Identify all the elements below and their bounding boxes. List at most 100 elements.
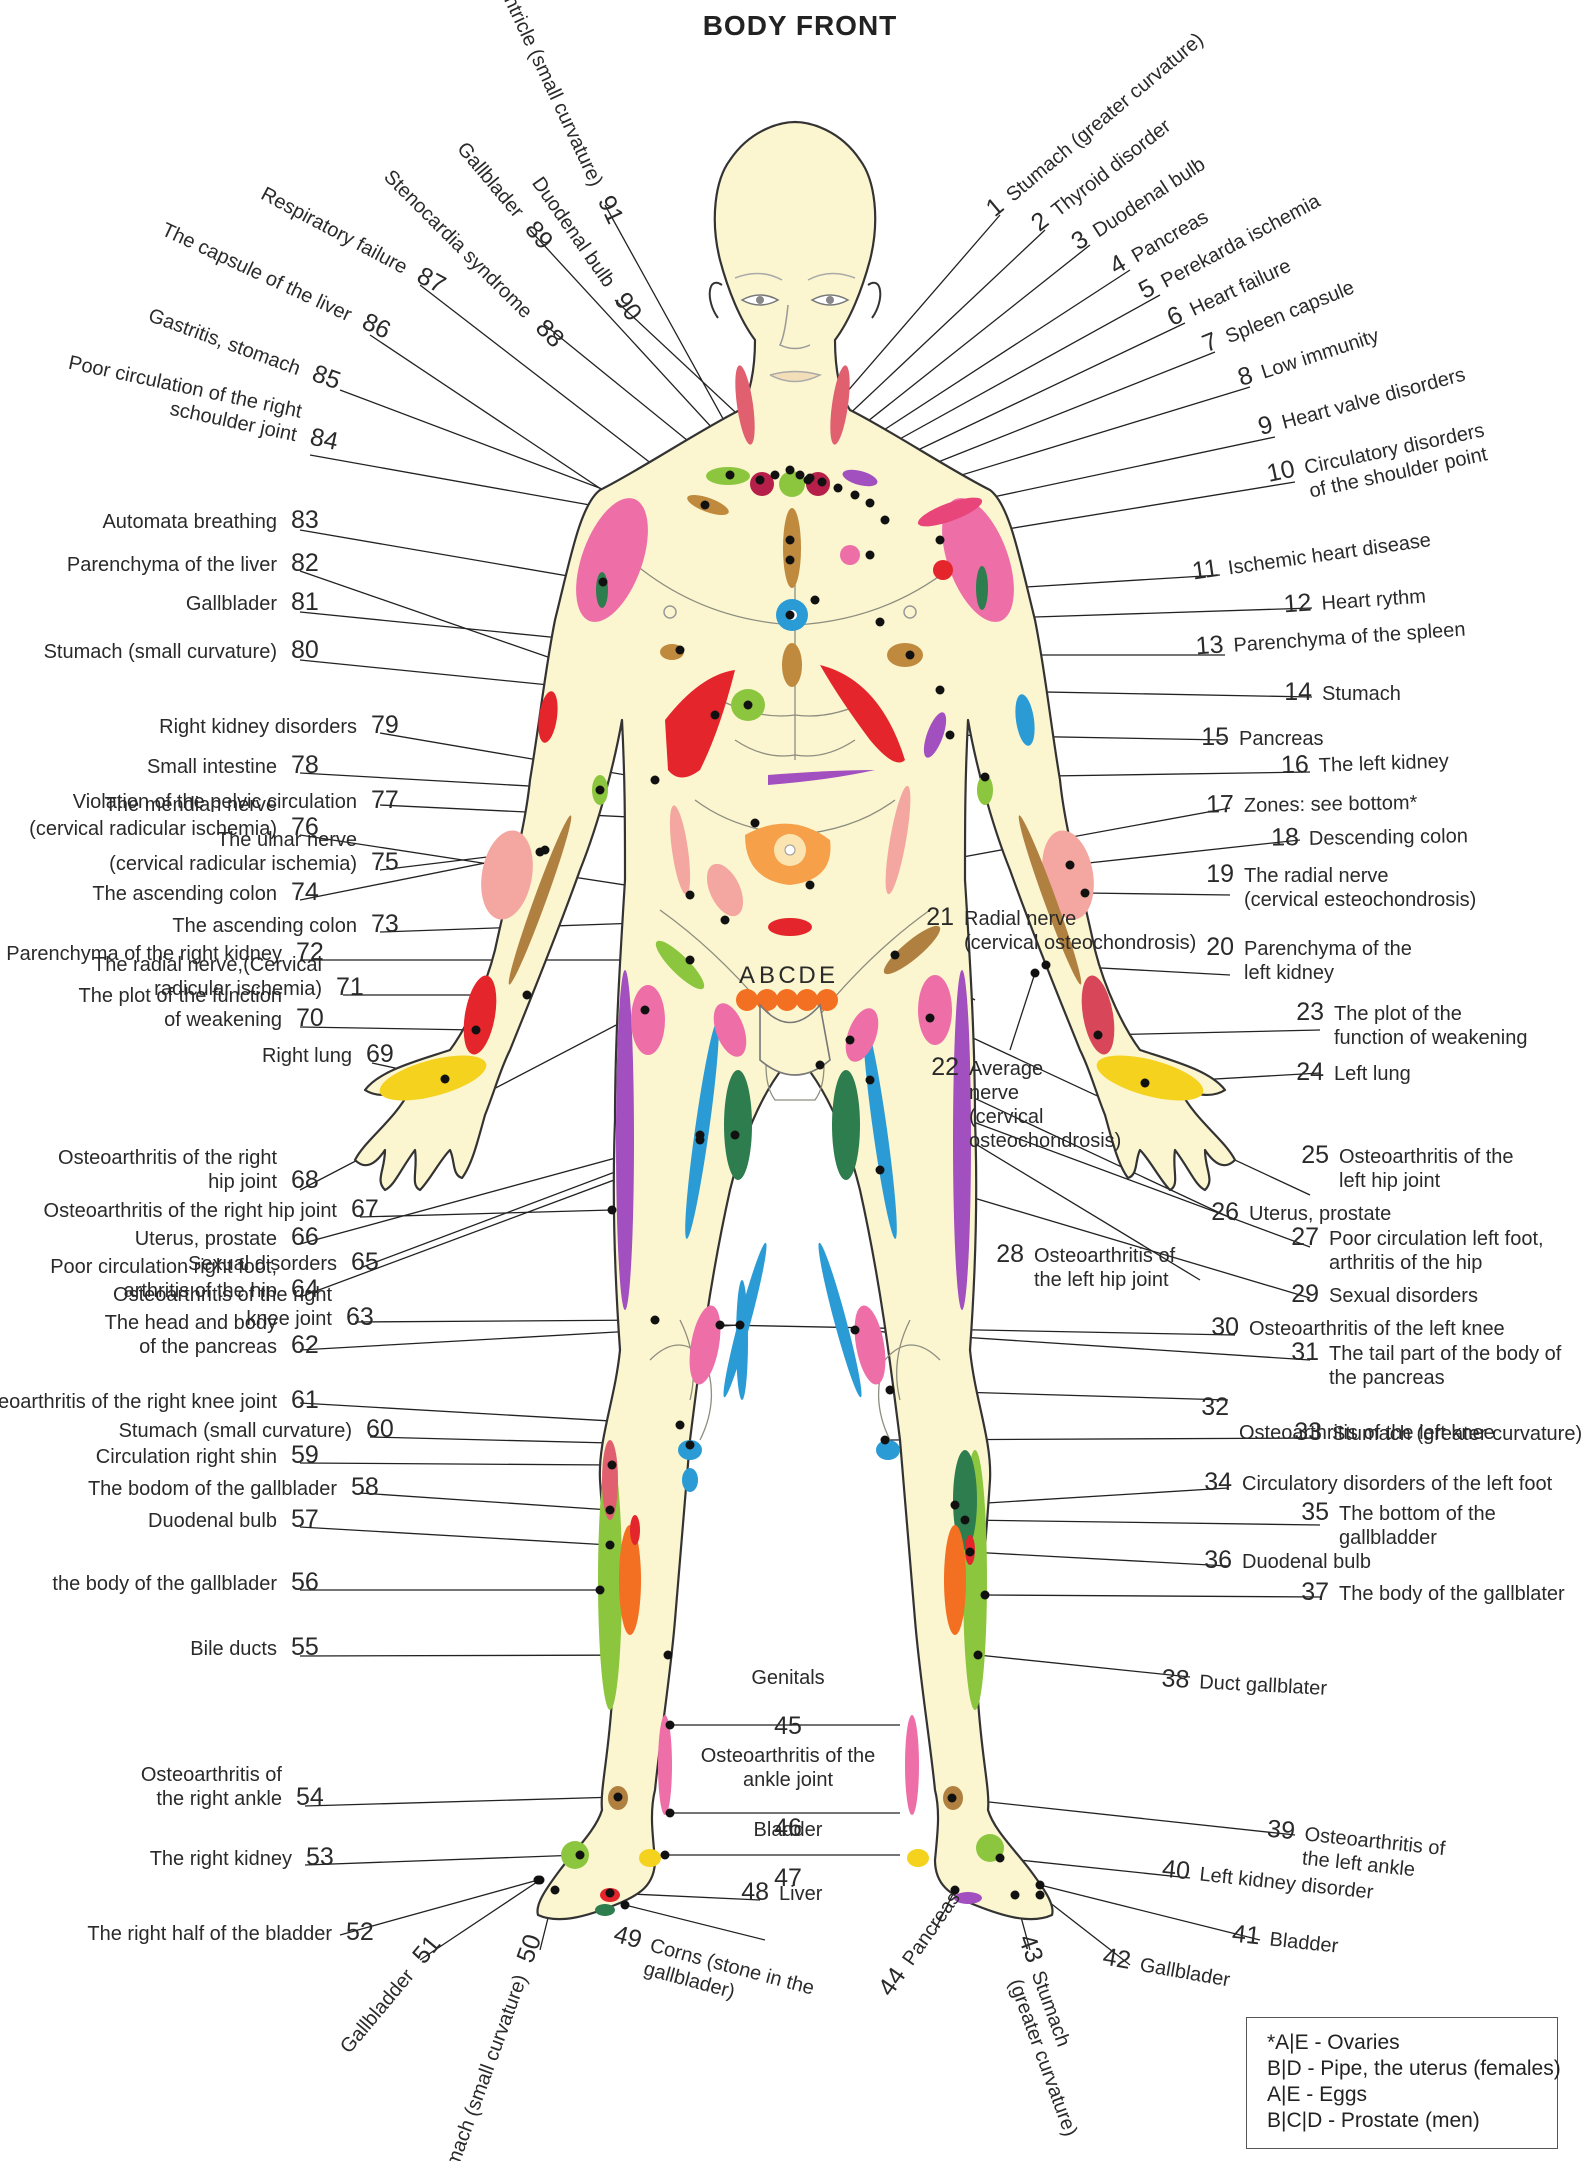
label-text: Osteoarthritis of the xyxy=(701,1745,876,1767)
label-text: Radial nerve xyxy=(964,908,1076,930)
label-text: (cervical osteochondrosis) xyxy=(964,932,1196,954)
point-dot xyxy=(523,991,532,1000)
point-dot xyxy=(686,1441,695,1450)
color-zone xyxy=(639,1849,661,1867)
label-text: Ischemic heart disease xyxy=(1227,529,1433,579)
label-28: 28Osteoarthritis ofthe left hip joint xyxy=(996,1240,1175,1291)
label-number: 79 xyxy=(371,711,399,739)
color-zone xyxy=(907,1849,929,1867)
leader-line xyxy=(952,1798,1295,1835)
label-number: 44 xyxy=(873,1962,912,2001)
point-dot xyxy=(974,1651,983,1660)
label-20: 20Parenchyma of theleft kidney xyxy=(1206,933,1412,984)
label-number: 70 xyxy=(296,1004,324,1032)
point-dot xyxy=(606,1541,615,1550)
label-72: 72Parenchyma of the right kidney xyxy=(6,938,324,966)
point-dot xyxy=(606,1506,615,1515)
label-number: 76 xyxy=(291,813,319,841)
point-dot xyxy=(641,1006,650,1015)
label-text: the left hip joint xyxy=(1034,1269,1169,1291)
label-77: 77Violation of the pelvic circulation xyxy=(73,786,399,814)
label-19: 19The radial nerve(cervical esteochondro… xyxy=(1206,860,1476,911)
label-text: Circulation right shin xyxy=(96,1446,277,1468)
label-number: 21 xyxy=(926,903,954,931)
leader-line xyxy=(305,1797,618,1806)
label-number: 42 xyxy=(1101,1942,1133,1974)
point-dot xyxy=(676,646,685,655)
label-number: 29 xyxy=(1291,1280,1319,1308)
point-dot xyxy=(731,1131,740,1140)
label-number: 85 xyxy=(309,359,345,395)
point-dot xyxy=(926,1014,935,1023)
label-text: the pancreas xyxy=(1329,1367,1445,1389)
label-text: arthritis of the hip xyxy=(1329,1252,1482,1274)
pelvic-zone-letter: E xyxy=(819,962,835,989)
label-31: 31The tail part of the body ofthe pancre… xyxy=(1291,1338,1562,1389)
label-65: 65Sexual disorders xyxy=(188,1248,379,1276)
point-dot xyxy=(751,819,760,828)
pelvic-zone-letter: B xyxy=(759,962,775,989)
label-text: osteochondrosis) xyxy=(969,1130,1121,1152)
label-number: 72 xyxy=(296,938,324,966)
label-number: 53 xyxy=(306,1843,334,1871)
label-text: Liver xyxy=(779,1883,823,1905)
label-79: 79 Right kidney disorders xyxy=(159,711,399,739)
label-36: 36Duodenal bulb xyxy=(1204,1546,1371,1574)
label-number: 84 xyxy=(308,423,341,456)
point-dot xyxy=(608,1206,617,1215)
leader-line xyxy=(355,1320,655,1322)
point-dot xyxy=(651,1316,660,1325)
point-dot xyxy=(666,1809,675,1818)
label-66: 66Uterus, prostate xyxy=(135,1223,319,1251)
label-text: nerve xyxy=(969,1082,1019,1104)
color-zone xyxy=(887,643,923,667)
label-number: 54 xyxy=(296,1783,324,1811)
point-dot xyxy=(686,891,695,900)
point-dot xyxy=(846,1036,855,1045)
point-dot xyxy=(1031,969,1040,978)
label-number: 19 xyxy=(1206,860,1234,888)
point-dot xyxy=(818,478,827,487)
label-text: Low immunity xyxy=(1259,325,1382,384)
label-text: The bodom of the gallblader xyxy=(88,1478,337,1500)
label-38: 38Duct gallblater xyxy=(1161,1664,1328,1701)
point-dot xyxy=(786,536,795,545)
point-dot xyxy=(881,1436,890,1445)
point-dot xyxy=(736,1321,745,1330)
point-dot xyxy=(876,1166,885,1175)
label-text: Osteoarthritis of the right xyxy=(58,1147,277,1169)
label-text: Sexual disorders xyxy=(188,1253,337,1275)
label-27: 27Poor circulation left foot,arthritis o… xyxy=(1291,1223,1543,1274)
legend-line: A|E - Eggs xyxy=(1267,2082,1547,2108)
point-dot xyxy=(441,1075,450,1084)
label-number: 62 xyxy=(291,1331,319,1359)
label-number: 87 xyxy=(412,261,450,299)
label-60: 60Stumach (small curvature) xyxy=(119,1415,394,1443)
label-48: 48Liver xyxy=(741,1878,823,1906)
label-61: 61Osteoarthritis of the right knee joint xyxy=(0,1386,319,1414)
label-text: The bottom of the xyxy=(1339,1503,1496,1525)
label-number: 67 xyxy=(351,1195,379,1223)
color-zone xyxy=(918,975,952,1045)
label-number: 17 xyxy=(1206,790,1234,818)
point-dot xyxy=(851,491,860,500)
label-text: Parenchyma of the spleen xyxy=(1233,619,1466,657)
label-text: Parenchyma of the xyxy=(1244,938,1412,960)
point-dot xyxy=(1066,861,1075,870)
label-text: Pancreas xyxy=(898,1888,964,1970)
point-dot xyxy=(576,1851,585,1860)
label-number: 11 xyxy=(1190,554,1220,585)
label-number: 28 xyxy=(996,1240,1024,1268)
label-number: 88 xyxy=(530,314,569,353)
label-number: 45 xyxy=(774,1712,802,1740)
point-dot xyxy=(1042,961,1051,970)
label-text: Right kidney disorders xyxy=(159,716,357,738)
color-zone xyxy=(682,1468,698,1492)
label-number: 6 xyxy=(1163,301,1187,332)
label-text: Parenchyma of the liver xyxy=(67,554,277,576)
label-number: 10 xyxy=(1264,455,1297,488)
label-number: 81 xyxy=(291,588,319,616)
